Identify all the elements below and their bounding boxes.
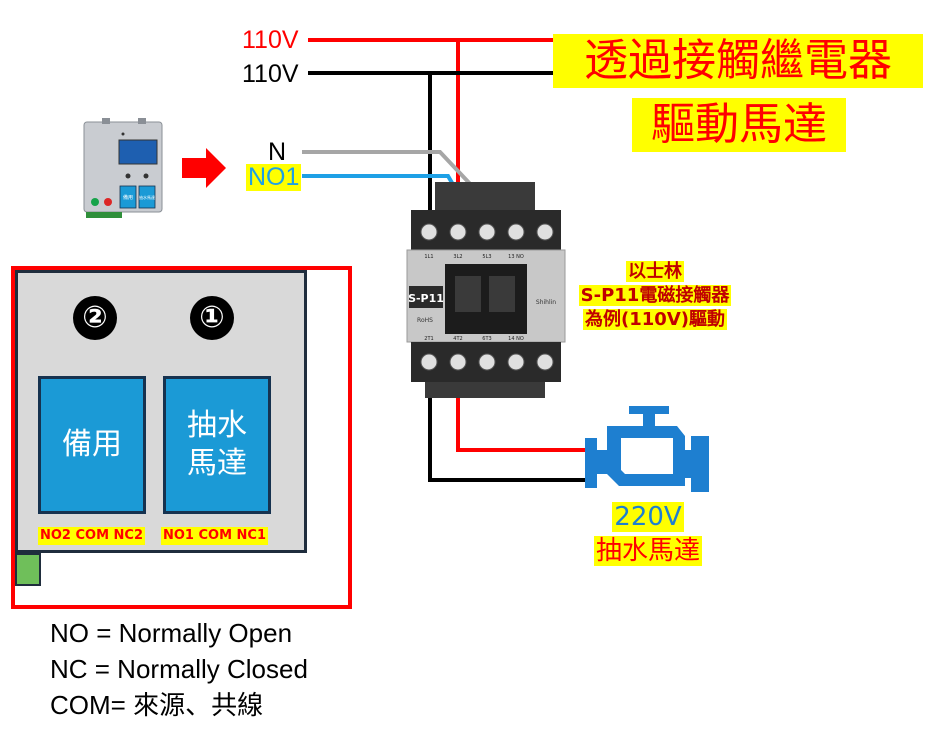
contactor-brand-plate: Shihlin: [536, 299, 556, 306]
motor-caption: 220V 抽水馬達: [585, 500, 711, 568]
no1-label: NO1: [246, 163, 302, 191]
contactor-caption: 以士林 S-P11電磁接觸器 為例(110V)驅動: [560, 260, 750, 332]
contactor-caption-line1: 以士林: [626, 261, 684, 282]
legend-no: NO = Normally Open: [50, 618, 293, 648]
relay2-number: ②: [73, 296, 117, 340]
red-110v-label: 110V: [242, 26, 299, 54]
relay1-button-label-line1: 抽水: [187, 408, 247, 443]
contactor-rohs-mark: RoHS: [417, 317, 433, 324]
device-button-right-label: 抽水馬達: [139, 194, 155, 200]
contactor-bottom-terminal-4: 14 NO: [508, 336, 524, 342]
contactor-top-terminal-4: 13 NO: [508, 254, 524, 260]
black-110v-label: 110V: [242, 60, 299, 88]
controller-device-image: 備用 抽水馬達: [83, 118, 163, 218]
relay2-button-label: 備用: [62, 427, 122, 462]
relay2-button[interactable]: 備用: [38, 376, 146, 514]
contactor-caption-line2: S-P11電磁接觸器: [578, 285, 732, 306]
legend-com: COM= 來源、共線: [50, 690, 264, 720]
neutral-label: N: [268, 138, 287, 166]
contactor-caption-line3: 為例(110V)驅動: [583, 309, 727, 330]
arrow-right-icon: [182, 148, 226, 188]
page-title-line2: 驅動馬達: [632, 98, 846, 152]
motor-icon: [585, 406, 709, 492]
motor-voltage: 220V: [612, 502, 684, 532]
relay1-number: ①: [190, 296, 234, 340]
green-terminal-block: [15, 553, 41, 586]
contactor-top-terminal-2: 3L2: [453, 254, 462, 260]
contactor-top-terminal-3: 5L3: [482, 254, 491, 260]
contactor-image: S-P11 Shihlin RoHS 1L1 3L2 5L3 13 NO 2T1…: [406, 182, 566, 398]
motor-name: 抽水馬達: [593, 536, 702, 566]
legend-nc: NC = Normally Closed: [50, 654, 308, 684]
relay2-terminals: NO2 COM NC2: [38, 527, 146, 545]
contactor-top-terminal-1: 1L1: [424, 254, 433, 260]
relay1-terminals: NO1 COM NC1: [161, 527, 269, 545]
contactor-bottom-terminal-3: 6T3: [482, 336, 491, 342]
contactor-bottom-terminal-1: 2T1: [424, 336, 433, 342]
page-title-line1: 透過接觸繼電器: [553, 34, 923, 88]
controller-highlight-frame: [11, 266, 352, 609]
contactor-model-plate: S-P11: [408, 292, 444, 305]
device-button-left-label: 備用: [123, 194, 133, 201]
black-110v-drop-wire: [428, 73, 590, 482]
relay1-button[interactable]: 抽水 馬達: [163, 376, 271, 514]
relay1-button-label-line2: 馬達: [187, 446, 247, 481]
contactor-bottom-terminal-2: 4T2: [453, 336, 462, 342]
